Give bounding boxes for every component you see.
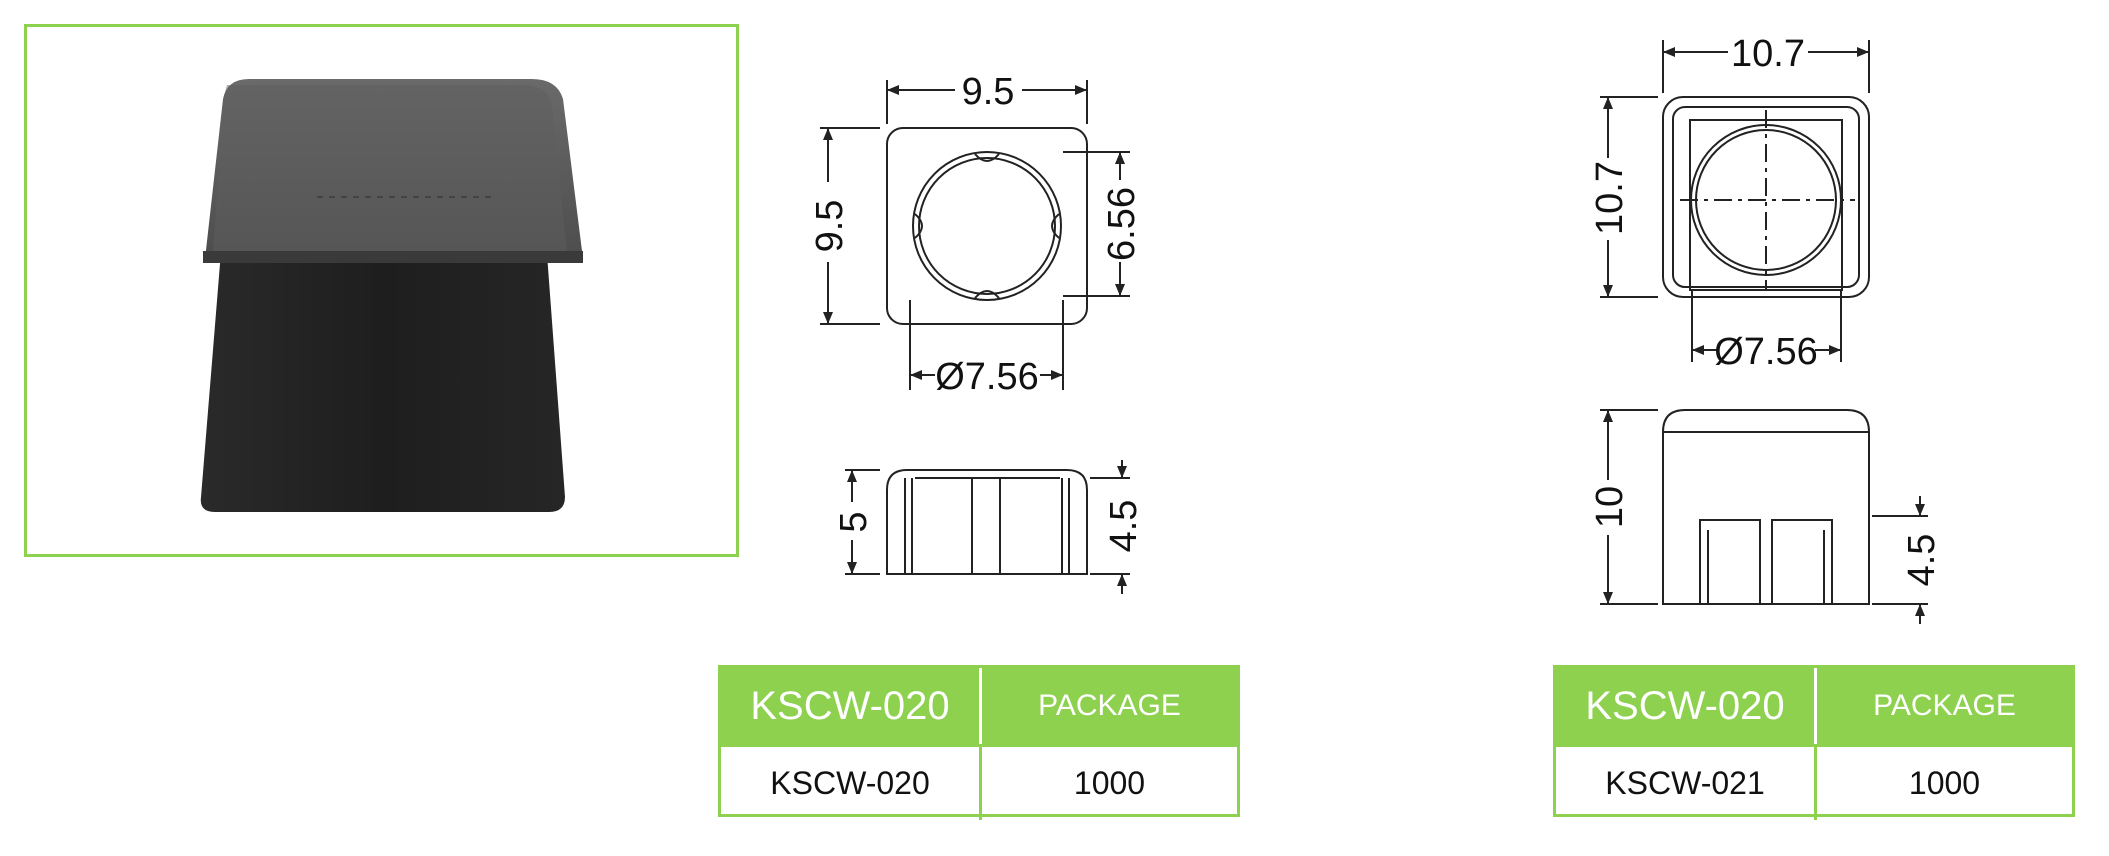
- table-cell-package: 1000: [1814, 744, 2072, 820]
- dim-021-width: 10.7: [1731, 33, 1805, 75]
- dim-021-side-height: 10: [1589, 486, 1631, 528]
- spec-table-kscw-020: KSCW-020 PACKAGE KSCW-020 1000: [718, 665, 1240, 820]
- spec-table-kscw-021: KSCW-020 PACKAGE KSCW-021 1000: [1553, 665, 2075, 820]
- table-cell-package: 1000: [979, 744, 1237, 820]
- dim-021-inner-depth: 4.5: [1901, 534, 1943, 587]
- dim-021-hole-diameter: Ø7.56: [1714, 331, 1818, 373]
- kscw-020-top-view: [820, 80, 1130, 390]
- kscw-021-side-view: [1600, 409, 1928, 624]
- keycap-photo: [200, 79, 583, 512]
- dim-020-hole-span: 6.56: [1101, 187, 1143, 261]
- table-header-package: PACKAGE: [1814, 668, 2072, 744]
- kscw-021-top-view: [1600, 40, 1870, 362]
- dim-020-height: 9.5: [809, 200, 851, 253]
- table-header-model: KSCW-020: [721, 668, 979, 744]
- dim-021-height: 10.7: [1589, 161, 1631, 235]
- table-header-package: PACKAGE: [979, 668, 1237, 744]
- table-header-model: KSCW-020: [1556, 668, 1814, 744]
- dim-020-side-height: 5: [833, 511, 875, 532]
- kscw-020-side-view: [845, 460, 1130, 594]
- product-photo-frame: [24, 24, 739, 557]
- keycap-body: [200, 227, 565, 512]
- dim-020-width: 9.5: [962, 71, 1015, 113]
- table-cell-model: KSCW-021: [1556, 744, 1814, 820]
- dim-020-inner-depth: 4.5: [1103, 500, 1145, 553]
- table-cell-model: KSCW-020: [721, 744, 979, 820]
- dim-020-hole-diameter: Ø7.56: [935, 356, 1039, 398]
